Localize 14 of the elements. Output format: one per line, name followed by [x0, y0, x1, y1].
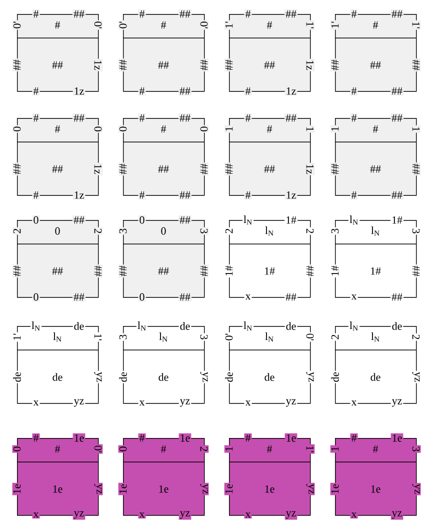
tile-box: # 1e # 1 3 1e 1e yz x yz — [330, 433, 421, 520]
tile-box: # ## # 0 0 ## ## ## # ## — [118, 113, 209, 200]
tile-box: l$_{N}$ de l$_{N}$ 3 3 de de yz x yz — [118, 320, 209, 408]
tile-box: # ## # 0 0 ## ## 1z # 1z — [12, 113, 103, 200]
tile-box: l$_{N}$ de l$_{N}$ 2 2 de de yz x yz — [330, 320, 421, 408]
tile-box: l$_{N}$ de l$_{N}$ 1' 1' de de yz x yz — [12, 320, 103, 408]
tile-box: # ## # 0' 0' ## ## ## # ## — [118, 9, 209, 96]
tile-box: # 1e # 0 2 1e 1e yz x yz — [118, 433, 209, 520]
tile-box: # ## # 1' 1' ## ## 1z # 1z — [224, 9, 315, 96]
tile-box: # ## # 1' 1' ## ## ## # ## — [330, 9, 421, 96]
tile-box: # 1e # 1 1' 1e 1e yz x yz — [224, 433, 315, 520]
tile-box: # ## # 0' 0' ## ## 1z # 1z — [12, 9, 103, 96]
tile-box: # 1e # 0 0' 1e 1e yz x yz — [12, 433, 103, 520]
tile-box: l$_{N}$ de l$_{N}$ 0' 0' de de yz x yz — [224, 320, 315, 408]
